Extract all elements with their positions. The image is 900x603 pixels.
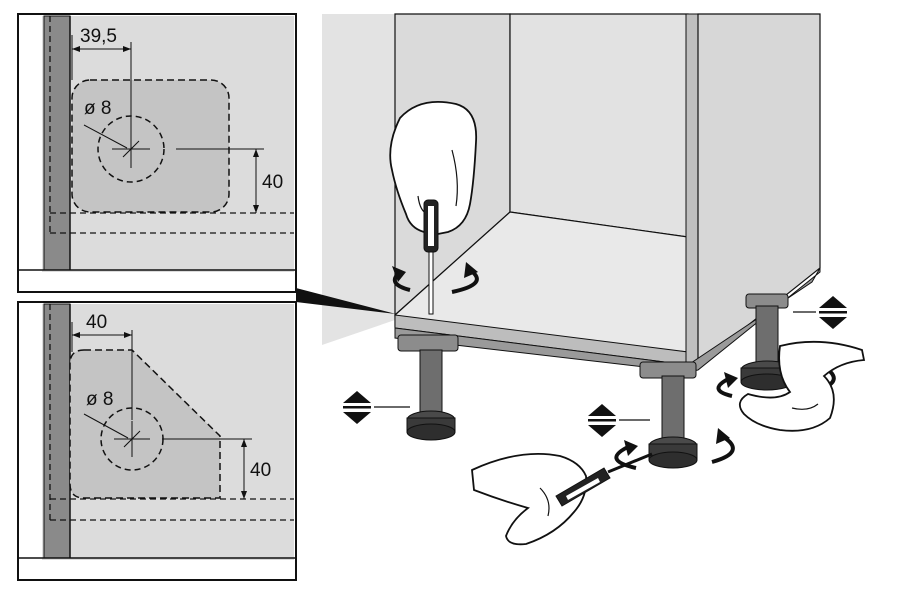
rotate-arrow-icon xyxy=(392,262,479,294)
hand-icon xyxy=(389,100,478,235)
wall-strip xyxy=(43,303,71,559)
up-down-arrow-icon xyxy=(343,391,410,424)
detail-bottom: 40 ø 8 40 xyxy=(17,301,297,581)
detail-pointer xyxy=(296,288,396,314)
dim-vertical-label: 40 xyxy=(262,172,283,193)
hand-icon xyxy=(471,453,588,546)
height-arrows xyxy=(343,296,847,437)
dim-diameter-label: ø 8 xyxy=(86,389,113,410)
hand-icon xyxy=(738,340,866,432)
detail-top: 39,5 ø 8 40 xyxy=(17,13,297,293)
rotate-arrow-icon xyxy=(614,428,735,470)
adjacent-unit-panel xyxy=(322,14,395,345)
rotation-arrows xyxy=(392,262,836,470)
dim-diameter-label: ø 8 xyxy=(84,98,111,119)
up-down-arrow-icon xyxy=(793,296,847,329)
mounting-plate xyxy=(69,349,221,499)
cabinet xyxy=(322,13,821,373)
dim-vertical-label: 40 xyxy=(250,460,271,481)
dim-horizontal-label: 40 xyxy=(86,312,107,333)
screwdriver-icon xyxy=(555,452,653,507)
cabinet-plinth xyxy=(394,266,821,373)
dim-horizontal-label: 39,5 xyxy=(80,26,117,47)
adjustable-foot-icon xyxy=(397,334,459,441)
adjustable-foot-icon xyxy=(639,361,698,469)
wall-strip xyxy=(43,15,71,271)
mounting-plate xyxy=(71,79,230,213)
up-down-arrow-icon xyxy=(588,404,650,437)
cabinet-interior-wall xyxy=(509,13,689,238)
screwdriver-icon xyxy=(423,199,439,315)
cabinet-side-edge xyxy=(685,13,699,367)
